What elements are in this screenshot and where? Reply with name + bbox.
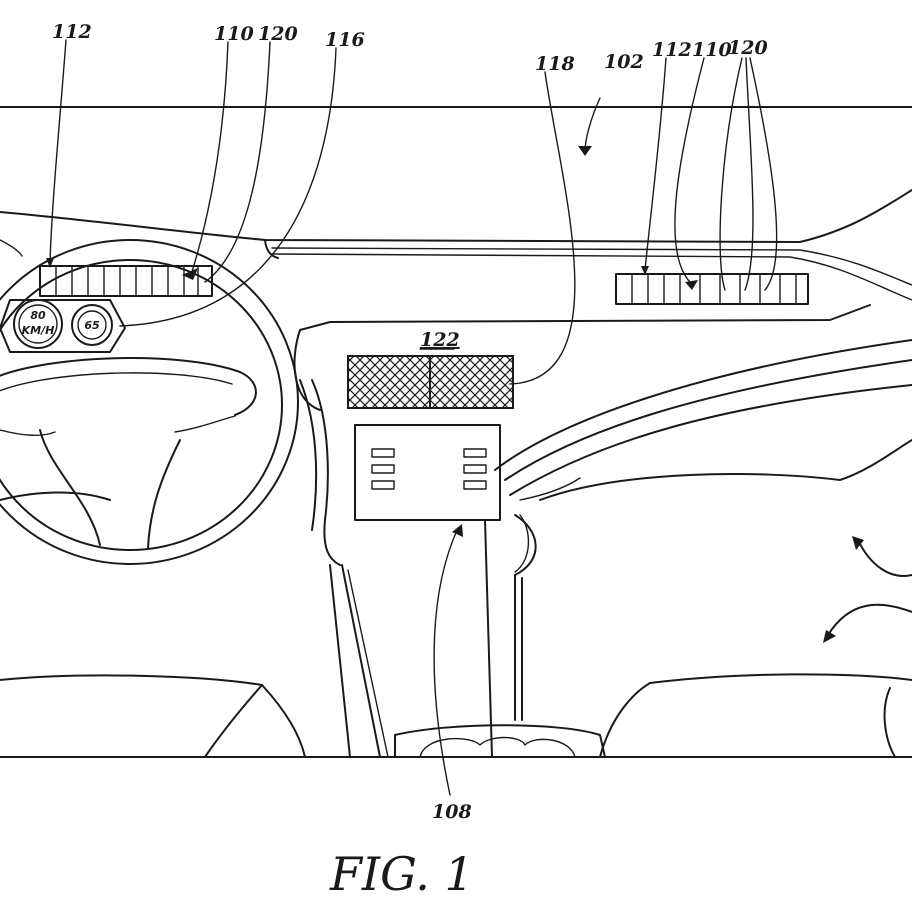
light-strip-right — [615, 273, 809, 305]
cabin-arrows — [823, 536, 912, 643]
ref-110-left: 110 — [214, 23, 254, 45]
speedometer-gauge — [13, 299, 63, 349]
ref-110-right: 110 — [692, 39, 732, 61]
speed-limit-value: 65 — [84, 319, 100, 332]
control-panel — [354, 424, 501, 521]
speed-value: 80 — [30, 309, 46, 322]
ref-108: 108 — [432, 801, 472, 823]
leader-lines — [46, 39, 778, 796]
seats — [0, 673, 912, 758]
ref-118: 118 — [535, 53, 575, 75]
ref-122: 122 — [420, 329, 460, 351]
ref-116: 116 — [325, 29, 365, 51]
ref-112-left: 112 — [52, 21, 92, 43]
ref-120-left: 120 — [258, 23, 298, 45]
dashboard-mid-panel — [293, 304, 912, 501]
figure-caption: FIG. 1 — [329, 847, 474, 901]
instrument-cluster: 80 KM/H 65 — [0, 299, 126, 353]
light-strip-left — [39, 265, 213, 297]
center-display — [347, 355, 514, 409]
dashboard-upper-contour — [0, 189, 912, 301]
ref-120-right: 120 — [728, 37, 768, 59]
speed-limit-gauge — [71, 304, 113, 346]
ref-102: 102 — [604, 51, 644, 73]
ref-112-right: 112 — [652, 39, 692, 61]
steering-wheel — [0, 239, 299, 565]
center-console — [299, 379, 606, 758]
speed-unit: KM/H — [22, 324, 55, 337]
